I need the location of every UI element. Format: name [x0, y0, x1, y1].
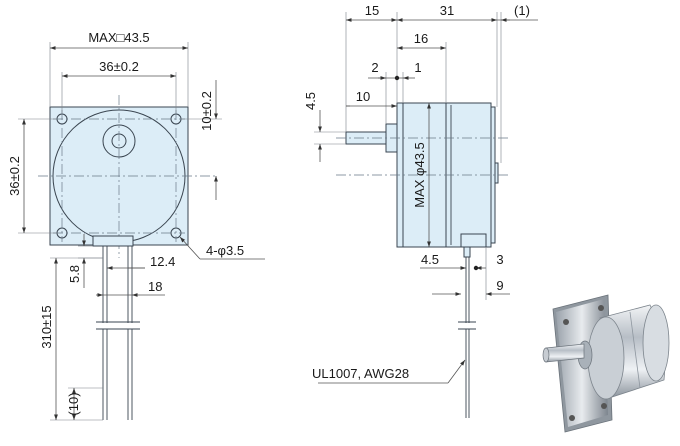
dim-boss-b: 1 [414, 60, 421, 75]
dim-lead-pos: 4.5 [421, 252, 439, 267]
dim-pitch-horizontal: 36±0.2 [99, 59, 139, 74]
dim-lead-length: 310±15 [39, 305, 54, 348]
front-view: MAX□43.5 36±0.2 10±0.2 36±0.2 4-φ3.5 12.… [7, 30, 265, 421]
dim-boss-a: 2 [371, 60, 378, 75]
dim-shaft-dia: 4.5 [303, 92, 318, 110]
motor-photo [542, 294, 670, 433]
dim-body-dia: MAX φ43.5 [412, 142, 427, 208]
dim-lead-gap: 3 [496, 252, 503, 267]
dim-hole-offset: 10±0.2 [199, 91, 214, 131]
dim-max-width: MAX□43.5 [88, 30, 149, 45]
front-lead-housing [92, 235, 134, 247]
dim-body-to-shaft: 16 [414, 31, 428, 46]
front-lead-wires [96, 246, 140, 420]
dim-strip-length: (10) [66, 392, 81, 415]
dim-body-length: 31 [440, 3, 454, 18]
dim-lead-span-inner: 12.4 [150, 254, 175, 269]
side-view: 15 31 (1) 16 2 1 10 4.5 MAX φ43.5 [303, 3, 538, 418]
wire-spec-label: UL1007, AWG28 [312, 366, 409, 381]
side-lead-wire [458, 257, 476, 418]
dim-shaft-flat: 10 [356, 89, 370, 104]
dim-holes: 4-φ3.5 [206, 243, 244, 258]
side-lead-housing [460, 233, 487, 248]
dim-lead-span-outer: 18 [148, 279, 162, 294]
dim-lead-depth: 9 [496, 278, 503, 293]
dim-pitch-vertical: 36±0.2 [7, 156, 22, 196]
dim-rear-cap: (1) [514, 3, 530, 18]
dim-lead-exit: 5.8 [67, 265, 82, 283]
dim-shaft-total: 15 [365, 3, 379, 18]
